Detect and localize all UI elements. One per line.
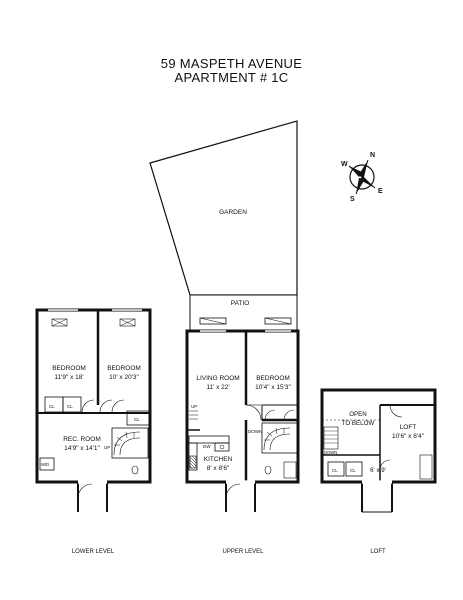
lower-up-label: UP [104,445,110,450]
compass-s: S [350,196,355,203]
loft-closet1: CL [332,468,338,473]
compass-e: E [378,188,383,195]
rec-room-label: REC. ROOM [63,436,101,443]
upper-down-label: DOWN [248,429,262,434]
lower-level-plan: BEDROOM 11'9" x 18' BEDROOM 10' x 20'3" … [35,308,152,555]
open-to-below-line1: OPEN [349,411,367,418]
address-title: 59 MASPETH AVENUE [160,56,303,71]
loft-closet2: CL [350,468,356,473]
upper-stair [261,422,299,454]
dishwasher-label: DW [203,444,211,449]
loft-label: LOFT [400,424,417,431]
lower-level-label: LOWER LEVEL [72,549,115,555]
garden-label: GARDEN [219,209,247,216]
lower-bedroom1-dimensions: 11'9" x 18' [54,374,83,381]
lower-bedroom1-label: BEDROOM [52,365,86,372]
apartment-title: APARTMENT # 1C [174,70,289,85]
lower-closet2: CL [67,404,73,409]
living-room-dimensions: 11' x 22' [206,384,229,391]
lower-stair [111,427,149,459]
loft-down-label: DOWN [324,450,337,455]
kitchen-dimensions: 8' x 8'6" [207,465,230,472]
compass-w: W [341,161,348,168]
washer-dryer-label: W/D [41,462,49,467]
compass-n: N [370,152,375,159]
open-to-below-line2: TO BELOW [342,420,375,427]
patio-label: PATIO [231,300,250,307]
kitchen-label: KITCHEN [204,456,233,463]
garden-area [149,120,298,296]
upper-up-label: UP [191,404,197,409]
lower-bedroom2-label: BEDROOM [107,365,141,372]
living-room-label: LIVING ROOM [196,375,239,382]
upper-level-label: UPPER LEVEL [222,549,264,555]
lower-closet1: CL [49,404,55,409]
upper-bedroom-dimensions: 10'4" x 15'3" [255,384,291,391]
compass-rose: N W E S [341,152,383,203]
loft-level-label: LOFT [370,549,386,555]
upper-bedroom-label: BEDROOM [256,375,290,382]
lower-bedroom2-dimensions: 10' x 20'3" [109,374,139,381]
lower-closet3: CL [134,417,140,422]
rec-room-dimensions: 14'9" x 14'1" [64,445,100,452]
loft-dimensions: 10'6" x 8'4" [392,433,425,440]
loft-plan: OPEN TO BELOW LOFT 10'6" x 8'4" DOWN CL … [320,388,437,555]
loft-small-room-dimensions: 6' x 9' [370,467,386,474]
upper-level-plan: GARDEN PATIO LIVING ROOM 11' x 22' [149,120,300,555]
